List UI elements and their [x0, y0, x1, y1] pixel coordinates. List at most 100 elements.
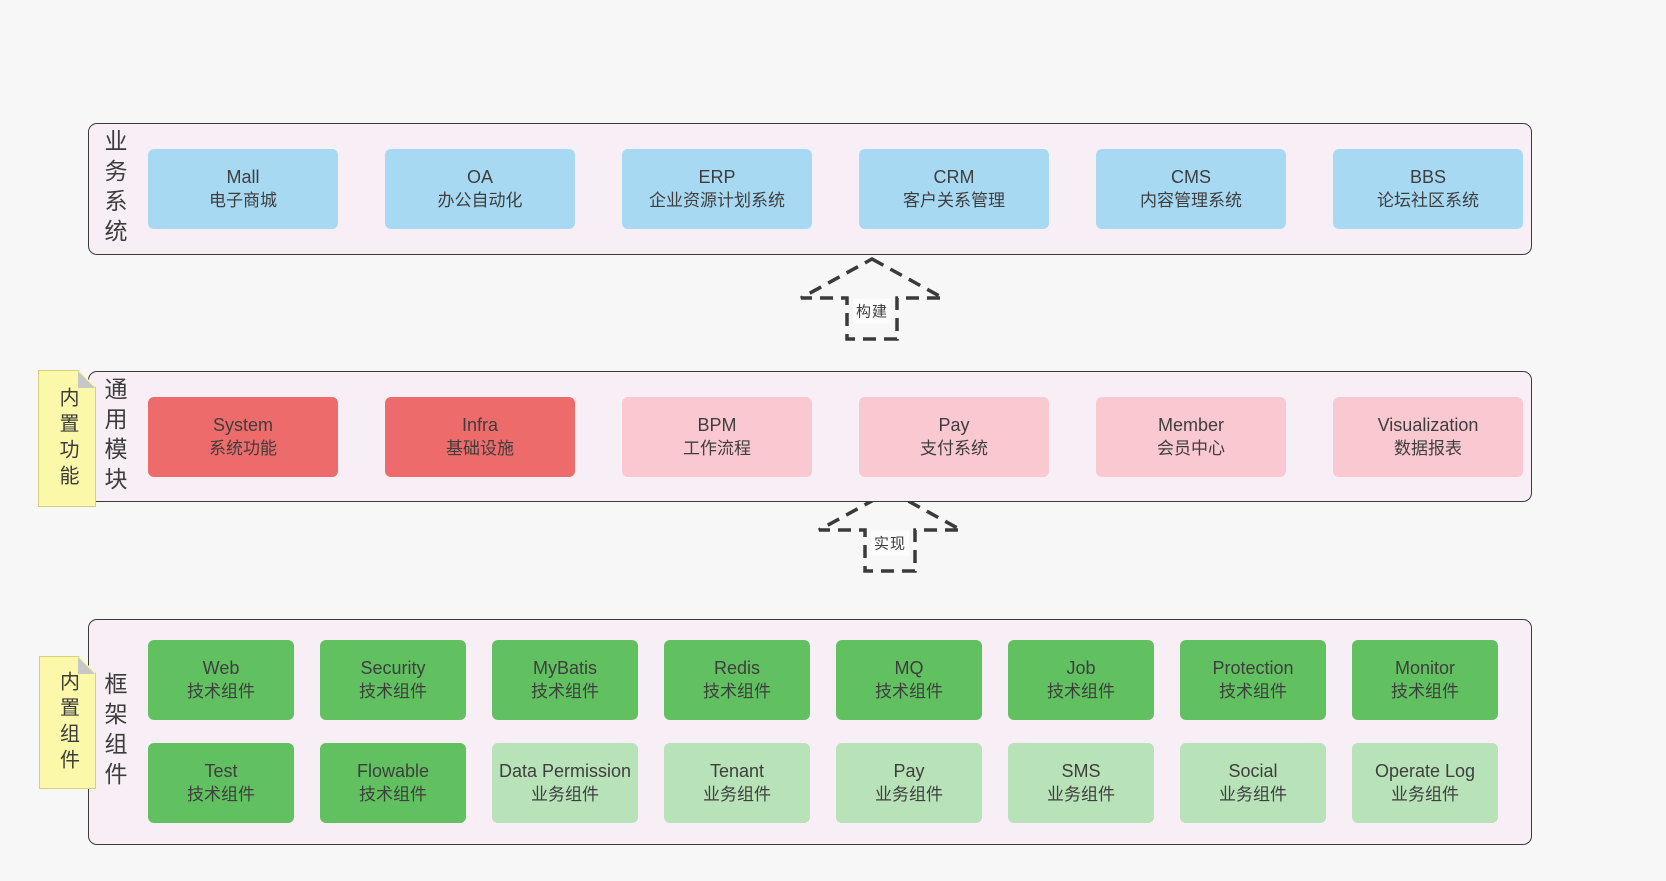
node-subtitle: 业务组件 [875, 785, 943, 804]
node-mall: Mall 电子商城 [148, 149, 338, 229]
node-social: Social 业务组件 [1180, 743, 1326, 823]
node-title: Test [204, 761, 238, 781]
node-flowable: Flowable 技术组件 [320, 743, 466, 823]
node-bpm: BPM 工作流程 [622, 396, 812, 477]
node-redis: Redis 技术组件 [664, 640, 810, 720]
node-title: SMS [1061, 761, 1101, 781]
node-subtitle: 数据报表 [1394, 438, 1462, 458]
node-cms: CMS 内容管理系统 [1096, 149, 1286, 229]
node-subtitle: 电子商城 [209, 191, 277, 210]
node-security: Security 技术组件 [320, 640, 466, 720]
node-system: System 系统功能 [148, 396, 338, 477]
node-subtitle: 技术组件 [703, 682, 771, 701]
band-business-systems: 业务系统 Mall 电子商城 OA 办公自动化 ERP 企业资源计划系统 CRM… [88, 123, 1532, 255]
node-title: Flowable [356, 761, 430, 781]
band-framework-components: 框架组件 Web 技术组件 Security 技术组件 MyBatis 技术组件… [88, 619, 1532, 845]
implement-arrow: 实现 [815, 488, 965, 574]
band-common-modules: 通用模块 System 系统功能 Infra 基础设施 BPM 工作流程 Pay… [88, 371, 1532, 502]
node-subtitle: 办公自动化 [437, 191, 523, 210]
node-subtitle: 工作流程 [683, 438, 751, 458]
node-web: Web 技术组件 [148, 640, 294, 720]
up-arrow-icon [800, 257, 944, 341]
node-mybatis: MyBatis 技术组件 [492, 640, 638, 720]
node-protection: Protection 技术组件 [1180, 640, 1326, 720]
node-sms: SMS 业务组件 [1008, 743, 1154, 823]
node-subtitle: 基础设施 [446, 438, 514, 458]
node-title: Mall [226, 167, 260, 187]
node-subtitle: 论坛社区系统 [1377, 191, 1479, 210]
node-title: Pay [938, 414, 970, 435]
node-title: Operate Log [1374, 761, 1476, 781]
node-subtitle: 技术组件 [187, 785, 255, 804]
node-title: CRM [933, 167, 975, 187]
node-title: System [212, 414, 273, 435]
node-job: Job 技术组件 [1008, 640, 1154, 720]
node-crm: CRM 客户关系管理 [859, 149, 1049, 229]
node-subtitle: 技术组件 [1219, 682, 1287, 701]
node-subtitle: 技术组件 [1047, 682, 1115, 701]
node-oa: OA 办公自动化 [385, 149, 575, 229]
node-mq: MQ 技术组件 [836, 640, 982, 720]
node-subtitle: 会员中心 [1157, 438, 1225, 458]
framework-row-1: Web 技术组件 Security 技术组件 MyBatis 技术组件 Redi… [148, 640, 1531, 720]
node-title: Protection [1212, 658, 1294, 678]
node-subtitle: 业务组件 [703, 785, 771, 804]
implement-arrow-label: 实现 [870, 530, 910, 556]
node-erp: ERP 企业资源计划系统 [622, 149, 812, 229]
node-title: Visualization [1377, 414, 1479, 435]
node-pay-component: Pay 业务组件 [836, 743, 982, 823]
node-title: Infra [461, 414, 499, 435]
node-subtitle: 内容管理系统 [1140, 191, 1242, 210]
node-title: Web [202, 658, 240, 678]
node-subtitle: 业务组件 [531, 785, 599, 804]
node-subtitle: 客户关系管理 [903, 191, 1005, 210]
node-member: Member 会员中心 [1096, 396, 1286, 477]
node-title: Pay [893, 761, 925, 781]
node-title: Job [1066, 658, 1096, 678]
node-title: MyBatis [532, 658, 597, 678]
node-monitor: Monitor 技术组件 [1352, 640, 1498, 720]
node-visualization: Visualization 数据报表 [1333, 396, 1523, 477]
framework-rows: Web 技术组件 Security 技术组件 MyBatis 技术组件 Redi… [148, 620, 1531, 823]
note-builtin-features: 内置功能 [38, 370, 96, 507]
node-title: Redis [713, 658, 761, 678]
node-subtitle: 业务组件 [1047, 785, 1115, 804]
node-subtitle: 技术组件 [1391, 682, 1459, 701]
node-title: Security [360, 658, 426, 678]
node-subtitle: 企业资源计划系统 [649, 191, 785, 210]
node-pay-system: Pay 支付系统 [859, 396, 1049, 477]
node-title: CMS [1171, 167, 1211, 187]
node-subtitle: 技术组件 [187, 682, 255, 701]
node-title: Data Permission [498, 761, 632, 781]
node-title: BPM [697, 414, 737, 435]
node-subtitle: 支付系统 [920, 438, 988, 458]
node-title: ERP [698, 167, 736, 187]
node-subtitle: 技术组件 [359, 682, 427, 701]
band-framework-label: 框架组件 [101, 672, 127, 792]
node-infra: Infra 基础设施 [385, 396, 575, 477]
node-title: BBS [1409, 167, 1447, 187]
node-tenant: Tenant 业务组件 [664, 743, 810, 823]
note-text: 内置组件 [56, 670, 79, 775]
build-arrow: 构建 [797, 256, 947, 342]
node-title: OA [466, 167, 493, 187]
band-business-label: 业务系统 [101, 129, 127, 249]
build-arrow-label: 构建 [852, 298, 892, 324]
node-data-permission: Data Permission 业务组件 [492, 743, 638, 823]
node-subtitle: 业务组件 [1391, 785, 1459, 804]
node-bbs: BBS 论坛社区系统 [1333, 149, 1523, 229]
note-builtin-components: 内置组件 [39, 656, 96, 789]
band-modules-label: 通用模块 [101, 376, 127, 497]
node-test: Test 技术组件 [148, 743, 294, 823]
business-row: Mall 电子商城 OA 办公自动化 ERP 企业资源计划系统 CRM 客户关系… [148, 124, 1531, 254]
note-text: 内置功能 [56, 386, 78, 491]
framework-row-2: Test 技术组件 Flowable 技术组件 Data Permission … [148, 743, 1531, 823]
node-subtitle: 系统功能 [209, 438, 277, 458]
node-title: Tenant [709, 761, 765, 781]
node-title: Social [1228, 761, 1278, 781]
modules-row: System 系统功能 Infra 基础设施 BPM 工作流程 Pay 支付系统… [148, 372, 1531, 501]
node-title: MQ [894, 658, 924, 678]
node-subtitle: 技术组件 [875, 682, 943, 701]
node-subtitle: 业务组件 [1219, 785, 1287, 804]
